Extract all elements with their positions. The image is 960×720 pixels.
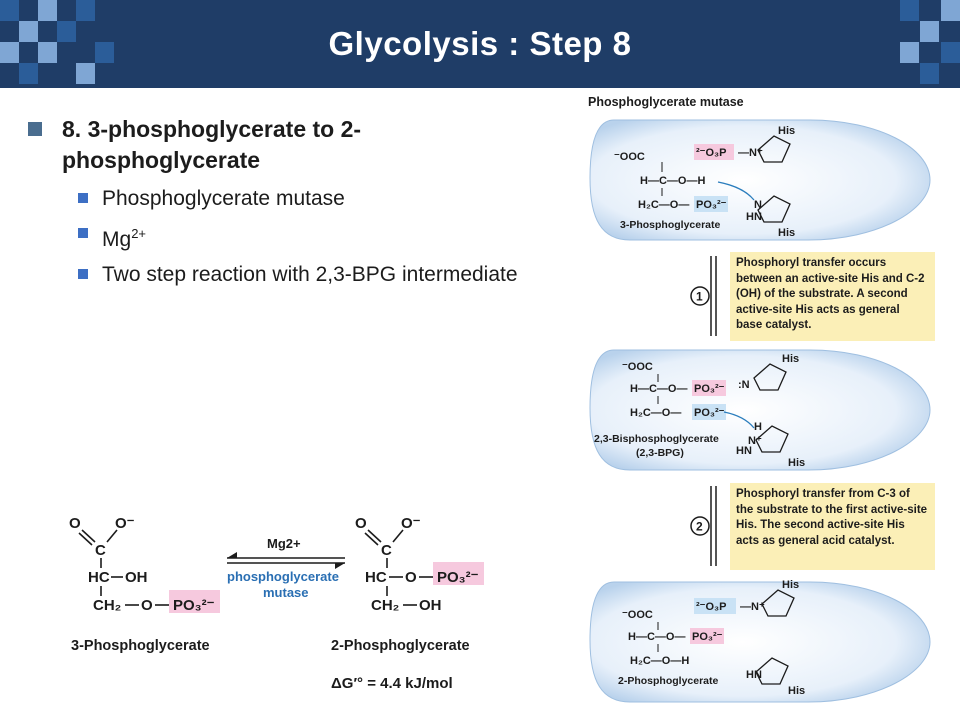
his-label: His bbox=[782, 353, 799, 365]
svg-text:H₂C—O—H: H₂C—O—H bbox=[630, 655, 689, 667]
his-label: His bbox=[778, 125, 795, 137]
atom-label: O bbox=[405, 569, 417, 586]
svg-text:H: H bbox=[754, 421, 762, 433]
svg-text:PO₃²⁻: PO₃²⁻ bbox=[692, 631, 723, 643]
step-label: 2,3-Bisphosphoglycerate bbox=[594, 433, 719, 445]
svg-text:H—C—O—: H—C—O— bbox=[628, 631, 685, 643]
active-site-pocket bbox=[589, 349, 931, 471]
product-label: 2-Phosphoglycerate bbox=[331, 638, 470, 654]
atom-label: HC bbox=[88, 569, 110, 586]
step2-note: Phosphoryl transfer from C-3 of the subs… bbox=[730, 483, 935, 570]
panel-title: Phosphoglycerate mutase bbox=[588, 95, 744, 109]
square-bullet-icon bbox=[28, 122, 42, 136]
svg-text:PO₃²⁻: PO₃²⁻ bbox=[694, 383, 725, 395]
step-label: (2,3-BPG) bbox=[636, 447, 684, 459]
main-bullet-text: 8. 3-phosphoglycerate to 2-phosphoglycer… bbox=[62, 116, 362, 173]
atom-label: C bbox=[95, 542, 106, 559]
phosphate-highlight bbox=[169, 590, 220, 613]
svg-text:—N⁺: —N⁺ bbox=[738, 147, 763, 159]
svg-text:PO₃²⁻: PO₃²⁻ bbox=[696, 199, 727, 211]
atom-label: OH bbox=[419, 597, 442, 614]
atom-label: C bbox=[381, 542, 392, 559]
atom-label: PO₃²⁻ bbox=[437, 569, 479, 586]
svg-text:²⁻O₃P: ²⁻O₃P bbox=[696, 147, 726, 159]
superscript: 2+ bbox=[131, 226, 147, 241]
atom-label: O bbox=[69, 515, 81, 532]
his-label: His bbox=[782, 579, 799, 591]
step-label: 2-Phosphoglycerate bbox=[618, 675, 719, 687]
svg-text:HN: HN bbox=[746, 669, 762, 681]
svg-text:²⁻O₃P: ²⁻O₃P bbox=[696, 601, 726, 613]
delta-g-label: ΔG′° = 4.4 kJ/mol bbox=[331, 675, 453, 692]
active-site-pocket bbox=[589, 581, 931, 703]
sub-bullet-cofactor: Mg2+ bbox=[28, 222, 548, 252]
svg-text:—N⁺: —N⁺ bbox=[740, 601, 765, 613]
atom-label: O⁻ bbox=[115, 515, 135, 532]
sub-bullet-text: Two step reaction with 2,3-BPG intermedi… bbox=[102, 263, 518, 286]
cofactor-label: Mg2+ bbox=[267, 536, 301, 551]
svg-text:H—C—O—: H—C—O— bbox=[630, 383, 687, 395]
step-label: 3-Phosphoglycerate bbox=[620, 219, 721, 231]
square-bullet-icon bbox=[78, 269, 88, 279]
svg-text:H₂C—O—: H₂C—O— bbox=[630, 407, 681, 419]
step-number: 2 bbox=[696, 520, 703, 534]
step-number-badge bbox=[690, 286, 710, 306]
svg-text:N: N bbox=[754, 199, 762, 211]
phosphate-highlight bbox=[433, 562, 484, 585]
enzyme-label: mutase bbox=[263, 585, 309, 600]
step-number: 1 bbox=[696, 290, 703, 304]
reaction-scheme: O O⁻ C HC OH CH₂ O PO₃²⁻ 3-Phosphoglycer… bbox=[69, 515, 484, 692]
title-bar: Glycolysis : Step 8 bbox=[0, 0, 960, 88]
square-bullet-icon bbox=[78, 193, 88, 203]
atom-label: O bbox=[141, 597, 153, 614]
atom-label: O bbox=[355, 515, 367, 532]
atom-label: CH₂ bbox=[371, 597, 399, 614]
svg-text:⁻OOC: ⁻OOC bbox=[622, 361, 653, 373]
svg-text:HN: HN bbox=[746, 211, 762, 223]
svg-text:H—C—O—H: H—C—O—H bbox=[640, 175, 705, 187]
atom-label: O⁻ bbox=[401, 515, 421, 532]
his-label: His bbox=[788, 457, 805, 469]
enzyme-label: phosphoglycerate bbox=[227, 569, 339, 584]
active-site-pocket bbox=[589, 119, 931, 241]
bullet-list: 8. 3-phosphoglycerate to 2-phosphoglycer… bbox=[28, 114, 548, 287]
svg-text:HN: HN bbox=[736, 445, 752, 457]
svg-text:H₂C—O—: H₂C—O— bbox=[638, 199, 689, 211]
reactant-label: 3-Phosphoglycerate bbox=[71, 638, 210, 654]
slide-title: Glycolysis : Step 8 bbox=[328, 25, 632, 62]
mechanism-panel: Phosphoglycerate mutase His His ⁻OOC H—C… bbox=[588, 95, 931, 703]
svg-text:⁻OOC: ⁻OOC bbox=[614, 151, 645, 163]
his-label: His bbox=[778, 227, 795, 239]
svg-text:⁻OOC: ⁻OOC bbox=[622, 609, 653, 621]
sub-bullet-mechanism: Two step reaction with 2,3-BPG intermedi… bbox=[28, 263, 548, 287]
sub-bullet-text: Mg bbox=[102, 228, 132, 251]
bond bbox=[81, 529, 96, 543]
atom-label: HC bbox=[365, 569, 387, 586]
atom-label: PO₃²⁻ bbox=[173, 597, 215, 614]
bond bbox=[106, 529, 118, 543]
main-bullet: 8. 3-phosphoglycerate to 2-phosphoglycer… bbox=[28, 114, 548, 176]
his-label: His bbox=[788, 685, 805, 697]
atom-label: CH₂ bbox=[93, 597, 121, 614]
sub-bullet-enzyme: Phosphoglycerate mutase bbox=[28, 187, 548, 211]
step1-note: Phosphoryl transfer occurs between an ac… bbox=[730, 252, 935, 341]
svg-text::N: :N bbox=[738, 379, 750, 391]
sub-bullet-text: Phosphoglycerate mutase bbox=[102, 187, 345, 210]
bond bbox=[78, 532, 93, 546]
svg-text:PO₃²⁻: PO₃²⁻ bbox=[694, 407, 725, 419]
square-bullet-icon bbox=[78, 228, 88, 238]
atom-label: OH bbox=[125, 569, 148, 586]
step-number-badge bbox=[690, 516, 710, 536]
